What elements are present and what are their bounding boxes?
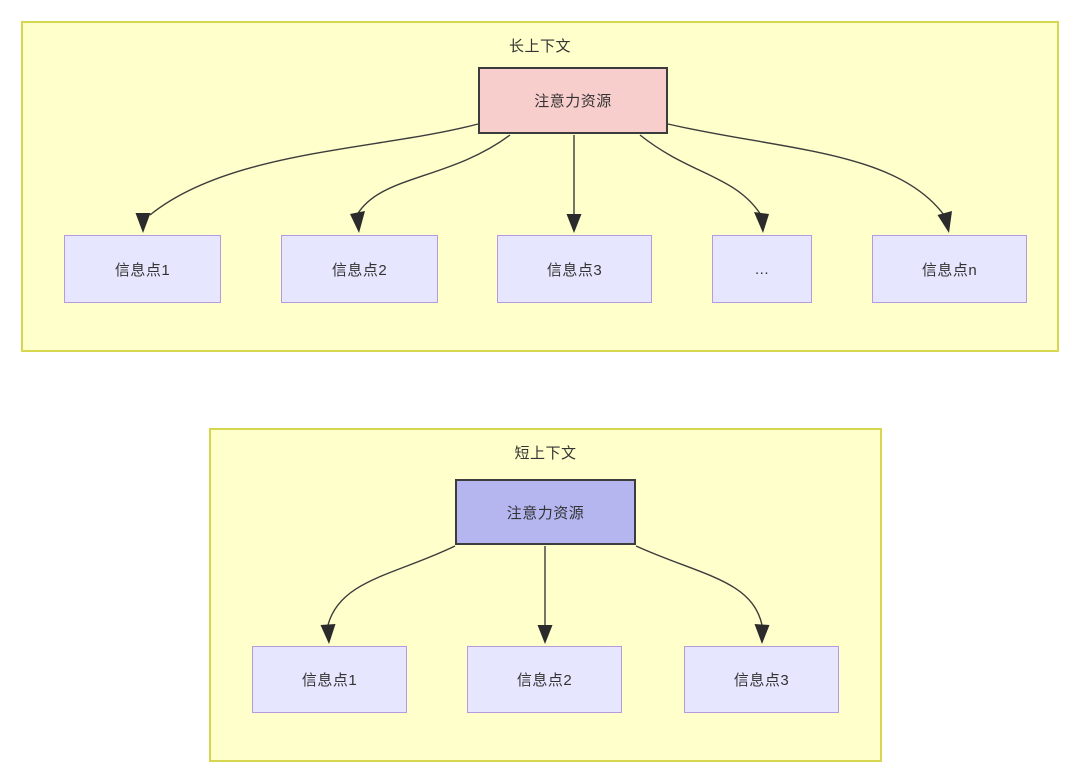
node-attention-resource-short[interactable]: 注意力资源 (455, 479, 636, 545)
node-info-point-short-2[interactable]: 信息点2 (467, 646, 622, 713)
node-info-point-long-ellipsis[interactable]: ... (712, 235, 812, 303)
node-info-point-short-1[interactable]: 信息点1 (252, 646, 407, 713)
node-info-point-short-3[interactable]: 信息点3 (684, 646, 839, 713)
node-info-point-long-1[interactable]: 信息点1 (64, 235, 221, 303)
node-info-point-long-3[interactable]: 信息点3 (497, 235, 652, 303)
group-short-context-title: 短上下文 (514, 445, 577, 462)
node-attention-resource-long[interactable]: 注意力资源 (478, 67, 668, 134)
node-info-point-long-n[interactable]: 信息点n (872, 235, 1027, 303)
group-long-context-title: 长上下文 (508, 38, 571, 55)
node-info-point-long-2[interactable]: 信息点2 (281, 235, 438, 303)
